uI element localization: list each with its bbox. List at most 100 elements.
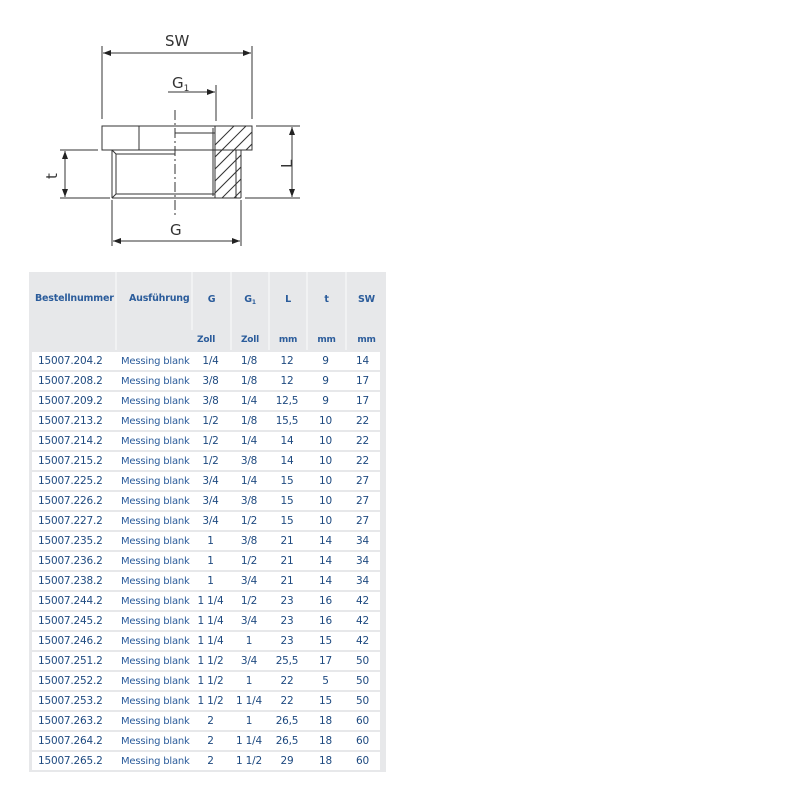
cell-l: 14 [268,432,306,452]
cell-ausfuehrung: Messing blank [115,712,191,732]
cell-ausfuehrung: Messing blank [115,532,191,552]
cell-ausfuehrung: Messing blank [115,512,191,532]
header-l: L [268,272,306,330]
unit-l: mm [268,329,306,350]
cell-t: 9 [306,392,345,412]
cell-ausfuehrung: Messing blank [115,632,191,652]
cell-l: 22 [268,672,306,692]
cell-l: 22 [268,692,306,712]
cell-bestellnummer: 15007.263.2 [29,712,115,732]
cell-l: 23 [268,612,306,632]
unit-g1: Zoll [230,329,268,350]
cell-sw: 22 [345,432,386,452]
cell-sw: 27 [345,512,386,532]
cell-ausfuehrung: Messing blank [115,752,191,772]
cell-sw: 22 [345,412,386,432]
cell-g: 1/2 [191,412,230,432]
cell-t: 10 [306,512,345,532]
header-ausfuehrung: Ausführung [115,272,191,350]
cell-l: 21 [268,552,306,572]
cell-bestellnummer: 15007.209.2 [29,392,115,412]
cell-g1: 1 [230,672,268,692]
l-label: L [278,159,296,168]
cell-g: 1 1/2 [191,672,230,692]
cell-g1: 1/4 [230,392,268,412]
cell-g1: 1/4 [230,432,268,452]
cell-g1: 1 1/2 [230,752,268,772]
cell-ausfuehrung: Messing blank [115,412,191,432]
cell-g: 1 1/4 [191,612,230,632]
cell-g1: 3/4 [230,612,268,632]
cell-bestellnummer: 15007.264.2 [29,732,115,752]
cell-bestellnummer: 15007.225.2 [29,472,115,492]
cell-g: 1 [191,552,230,572]
cell-ausfuehrung: Messing blank [115,732,191,752]
cell-l: 14 [268,452,306,472]
cell-bestellnummer: 15007.226.2 [29,492,115,512]
cell-sw: 50 [345,652,386,672]
cell-sw: 60 [345,712,386,732]
unit-t: mm [306,329,345,350]
cell-g: 3/8 [191,372,230,392]
cell-g1: 1/8 [230,412,268,432]
g1-label: G1 [172,74,189,94]
cell-g: 2 [191,732,230,752]
cell-bestellnummer: 15007.253.2 [29,692,115,712]
cell-t: 10 [306,432,345,452]
cell-g1: 3/8 [230,452,268,472]
cell-bestellnummer: 15007.252.2 [29,672,115,692]
cell-sw: 34 [345,552,386,572]
cell-g: 2 [191,752,230,772]
cell-g1: 1/2 [230,512,268,532]
cell-t: 10 [306,412,345,432]
cell-bestellnummer: 15007.215.2 [29,452,115,472]
cell-g1: 1 [230,632,268,652]
cell-g: 1 1/2 [191,652,230,672]
cell-ausfuehrung: Messing blank [115,652,191,672]
cell-t: 5 [306,672,345,692]
cell-l: 12 [268,372,306,392]
cell-l: 15,5 [268,412,306,432]
cell-l: 23 [268,632,306,652]
cell-l: 12 [268,350,306,372]
cell-sw: 34 [345,572,386,592]
cell-ausfuehrung: Messing blank [115,472,191,492]
g-label: G [170,221,182,239]
cell-g1: 3/4 [230,652,268,672]
cell-ausfuehrung: Messing blank [115,392,191,412]
cell-bestellnummer: 15007.251.2 [29,652,115,672]
cell-g: 3/4 [191,472,230,492]
cell-l: 21 [268,532,306,552]
technical-drawing: SW G1 L t G [0,0,400,260]
cell-g1: 1/2 [230,552,268,572]
cell-t: 18 [306,712,345,732]
cell-t: 9 [306,350,345,372]
cell-ausfuehrung: Messing blank [115,572,191,592]
cell-l: 23 [268,592,306,612]
cell-l: 26,5 [268,712,306,732]
cell-bestellnummer: 15007.265.2 [29,752,115,772]
cell-g: 1 1/4 [191,592,230,612]
cell-g1: 1 [230,712,268,732]
cell-sw: 22 [345,452,386,472]
cell-g: 3/8 [191,392,230,412]
cell-bestellnummer: 15007.238.2 [29,572,115,592]
cell-l: 12,5 [268,392,306,412]
header-t: t [306,272,345,330]
cell-ausfuehrung: Messing blank [115,672,191,692]
cell-t: 14 [306,572,345,592]
header-bestellnummer: Bestellnummer [35,293,114,304]
unit-g: Zoll [197,334,216,345]
cell-ausfuehrung: Messing blank [115,350,191,372]
sw-label: SW [165,32,190,50]
cell-l: 15 [268,492,306,512]
cell-g: 2 [191,712,230,732]
cell-g1: 1/4 [230,472,268,492]
